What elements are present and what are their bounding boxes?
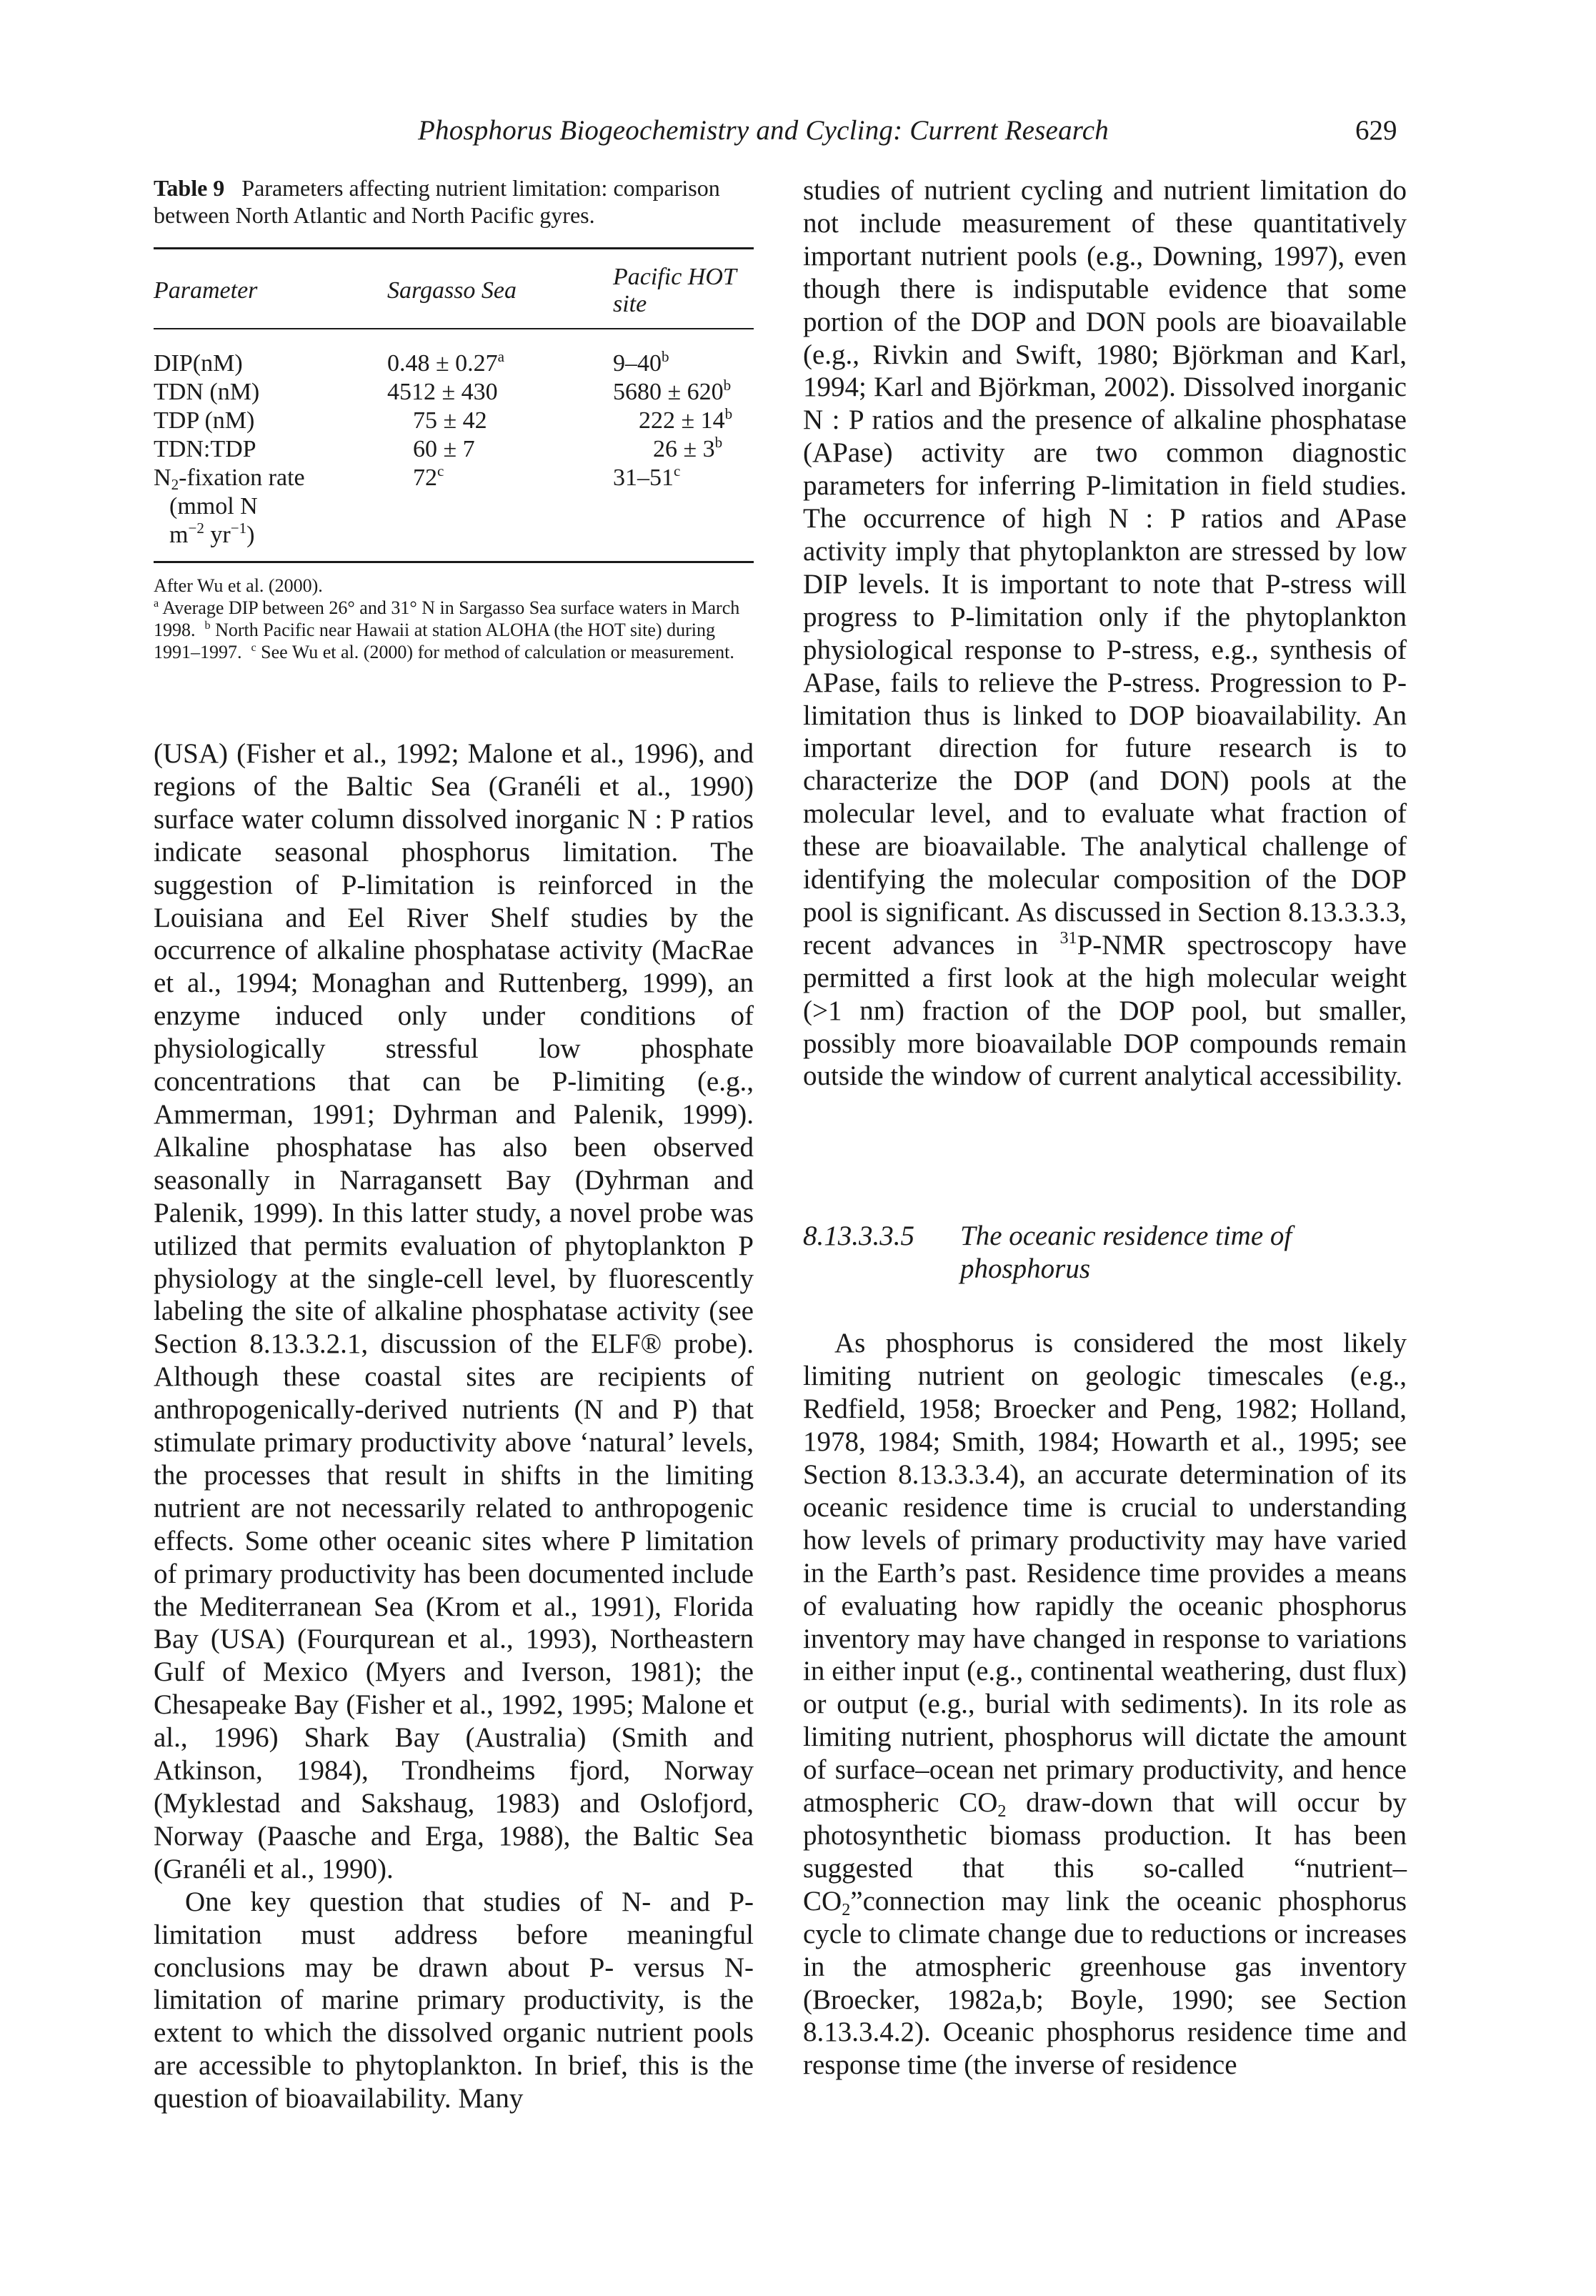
parameters-table: Parameter Sargasso Sea Pacific HOT site …: [154, 247, 754, 563]
col-header-pacific: Pacific HOT site: [613, 247, 754, 329]
table-row: m−2 yr−1): [154, 520, 754, 563]
cell-sargasso: 60 ± 7: [413, 436, 475, 462]
cell-sargasso: 72c: [413, 462, 444, 491]
cell-sargasso: 4512 ± 430: [387, 379, 498, 405]
cell-unit: (mmol N: [169, 493, 258, 520]
left-paragraph-1: (USA) (Fisher et al., 1992; Malone et al…: [154, 738, 754, 1884]
table-note-c: See Wu et al. (2000) for method of calcu…: [261, 642, 734, 662]
page-number: 629: [1355, 115, 1397, 146]
table-caption-text: Parameters affecting nutrient limitation…: [154, 175, 720, 228]
left-column: Table 9 Parameters affecting nutrient li…: [154, 174, 754, 2115]
table-row: TDP (nM) 75 ± 42 222 ± 14b: [154, 404, 754, 435]
section-heading: 8.13.3.3.5 The oceanic residence time of…: [803, 1220, 1407, 1286]
table-label: Table 9: [154, 175, 225, 201]
cell-param: DIP(nM): [154, 350, 243, 377]
right-paragraph-2: As phosphorus is considered the most lik…: [803, 1328, 1407, 2081]
section-title: The oceanic residence time of phosphorus: [960, 1221, 1292, 1285]
cell-param: TDP (nM): [154, 407, 255, 434]
cell-param: TDN:TDP: [154, 436, 256, 462]
cell-pacific: 9–40b: [613, 347, 669, 377]
left-paragraph-2: One key question that studies of N- and …: [154, 1886, 754, 2114]
cell-sargasso: 75 ± 42: [413, 407, 487, 434]
cell-param: TDN (nM): [154, 379, 260, 405]
table-caption: Table 9 Parameters affecting nutrient li…: [154, 174, 754, 229]
table-note-a: a Average DIP between 26° and 31° N in S…: [154, 597, 740, 662]
table-row: N2-fixation rate 72c 31–51c: [154, 462, 754, 493]
cell-sargasso: 0.48 ± 0.27a: [387, 347, 505, 377]
cell-pacific: 222 ± 14b: [639, 404, 733, 434]
table-header-row: Parameter Sargasso Sea Pacific HOT site: [154, 247, 754, 329]
cell-pacific: 26 ± 3b: [653, 433, 723, 462]
right-column: studies of nutrient cycling and nutrient…: [803, 174, 1407, 2082]
table-row: TDN (nM) 4512 ± 430 5680 ± 620b: [154, 376, 754, 407]
table-note-b: North Pacific near Hawaii at station ALO…: [154, 620, 715, 662]
cell-pacific: 31–51c: [613, 462, 681, 491]
right-paragraph-1: studies of nutrient cycling and nutrient…: [803, 175, 1407, 1092]
col-header-sargasso: Sargasso Sea: [387, 247, 613, 329]
table-note-source: After Wu et al. (2000).: [154, 575, 323, 596]
col-header-parameter: Parameter: [154, 247, 387, 329]
table-row: DIP(nM) 0.48 ± 0.27a 9–40b: [154, 329, 754, 378]
section-number: 8.13.3.3.5: [803, 1221, 914, 1252]
table-row: (mmol N: [154, 492, 754, 521]
cell-param: N2-fixation rate: [154, 464, 305, 493]
cell-pacific: 5680 ± 620b: [613, 376, 732, 405]
table-row: TDN:TDP 60 ± 7 26 ± 3b: [154, 433, 754, 464]
table-notes: After Wu et al. (2000). a Average DIP be…: [154, 575, 754, 663]
running-title: Phosphorus Biogeochemistry and Cycling: …: [418, 115, 1109, 146]
cell-unit: m−2 yr−1): [154, 520, 387, 563]
